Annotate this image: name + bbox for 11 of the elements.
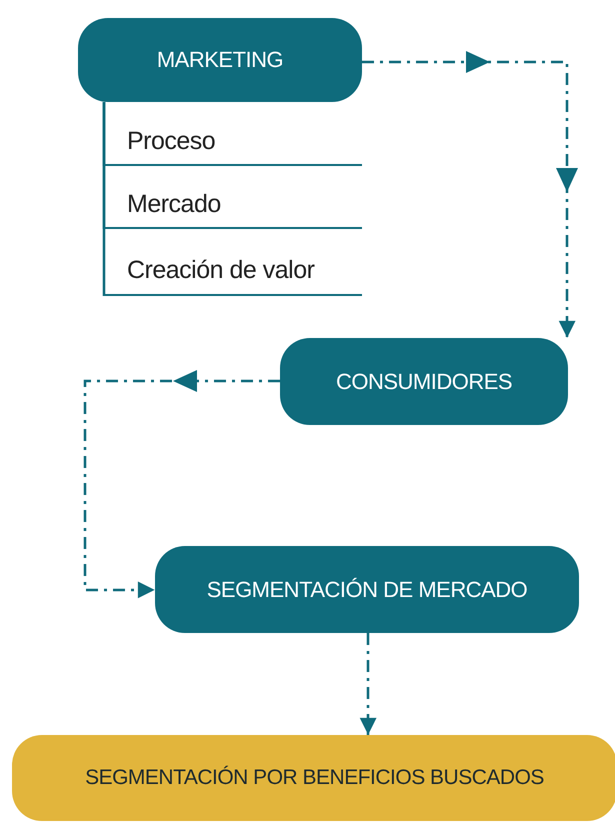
node-label: CONSUMIDORES [336, 368, 512, 394]
result-box [12, 735, 615, 821]
node-label: SEGMENTACIÓN POR BENEFICIOS BUSCADOS [85, 766, 544, 790]
process-box [280, 338, 568, 425]
node-label: Proceso [127, 126, 216, 156]
node-label: Mercado [127, 190, 221, 218]
process-box [155, 546, 579, 633]
node-label: MARKETING [156, 47, 284, 73]
node-label: Creación de valor [127, 256, 314, 284]
process-box [78, 18, 362, 102]
node-label: SEGMENTACIÓN DE MERCADO [206, 576, 528, 602]
